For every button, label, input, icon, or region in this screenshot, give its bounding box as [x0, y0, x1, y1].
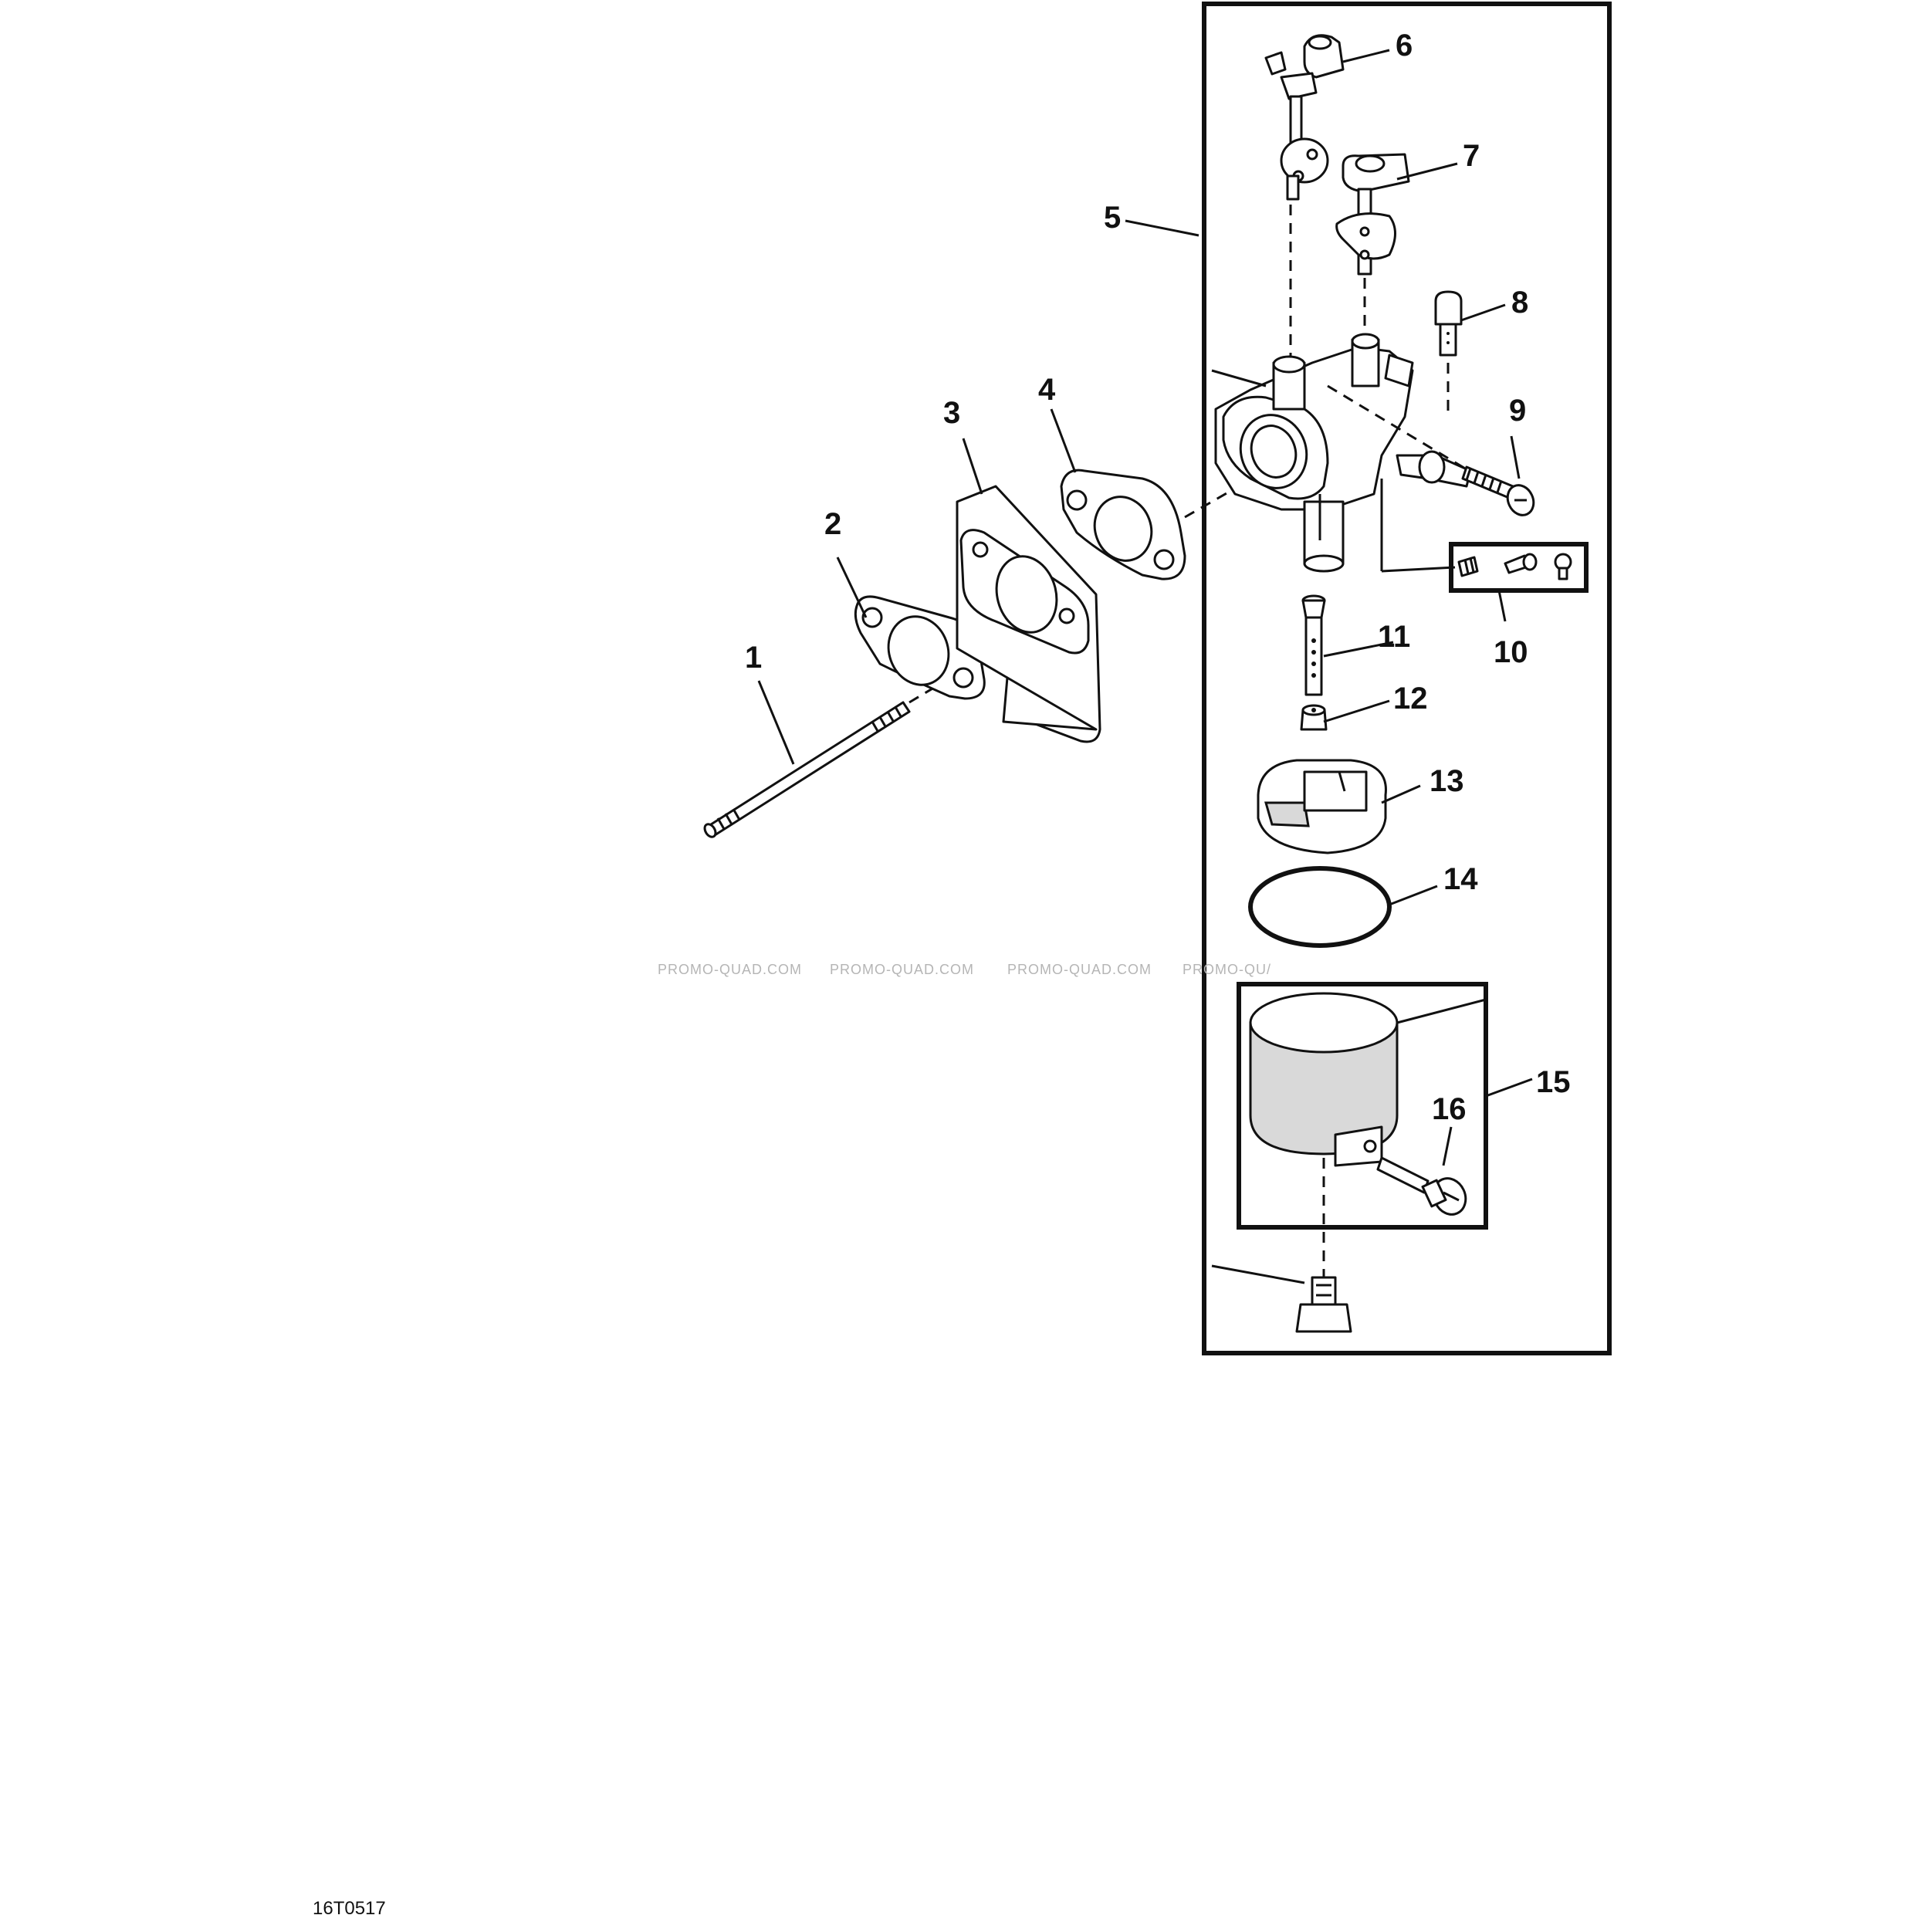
callout-13: 13 — [1430, 764, 1464, 798]
watermark-text: PROMO-QUAD.COM — [830, 962, 974, 977]
callout-labels: 1 2 3 4 5 6 7 8 9 10 11 12 13 14 15 16 — [745, 29, 1571, 1126]
callout-3: 3 — [943, 396, 960, 430]
callout-6: 6 — [1396, 29, 1413, 63]
part-9-screw — [1327, 384, 1535, 516]
callout-1: 1 — [745, 641, 762, 675]
carburetor-assembly-box — [1202, 2, 1612, 1355]
part-2-gasket — [854, 595, 986, 700]
callout-14: 14 — [1443, 862, 1478, 896]
callout-10: 10 — [1494, 635, 1528, 669]
part-14-o-ring — [1248, 866, 1392, 948]
part-15-float-bowl — [1237, 982, 1488, 1281]
leader-lines — [757, 49, 1533, 1284]
watermark: PROMO-QUAD.COM PROMO-QUAD.COM PROMO-QUAD… — [658, 962, 1271, 977]
callout-12: 12 — [1393, 682, 1428, 716]
callout-8: 8 — [1511, 286, 1528, 320]
part-10-screw-kit — [1380, 479, 1589, 593]
drain-screw — [1295, 1276, 1352, 1333]
part-13-float — [1257, 759, 1387, 854]
part-16-bowl-screw — [1376, 1156, 1467, 1216]
callout-11: 11 — [1378, 620, 1410, 654]
callout-4: 4 — [1038, 373, 1056, 407]
part-5-carburetor-body — [1214, 333, 1472, 573]
callout-7: 7 — [1463, 139, 1480, 173]
callout-2: 2 — [824, 507, 841, 541]
watermark-text: PROMO-QUAD.COM — [658, 962, 802, 977]
watermark-text: PROMO-QUAD.COM — [1007, 962, 1152, 977]
part-1-stud — [703, 672, 958, 838]
callout-15: 15 — [1536, 1065, 1571, 1099]
callout-16: 16 — [1432, 1092, 1467, 1126]
watermark-text: PROMO-QU/ — [1183, 962, 1271, 977]
part-7-choke-shaft — [1335, 153, 1410, 347]
callout-9: 9 — [1509, 394, 1526, 428]
figure-id: 16T0517 — [313, 1898, 386, 1919]
part-3-spacer-plate — [956, 485, 1101, 743]
part-8-screw — [1434, 290, 1463, 417]
callout-5: 5 — [1104, 201, 1121, 235]
part-11-nozzle — [1301, 594, 1326, 696]
part-6-throttle-shaft — [1264, 34, 1345, 363]
part-12-main-jet — [1300, 704, 1328, 731]
